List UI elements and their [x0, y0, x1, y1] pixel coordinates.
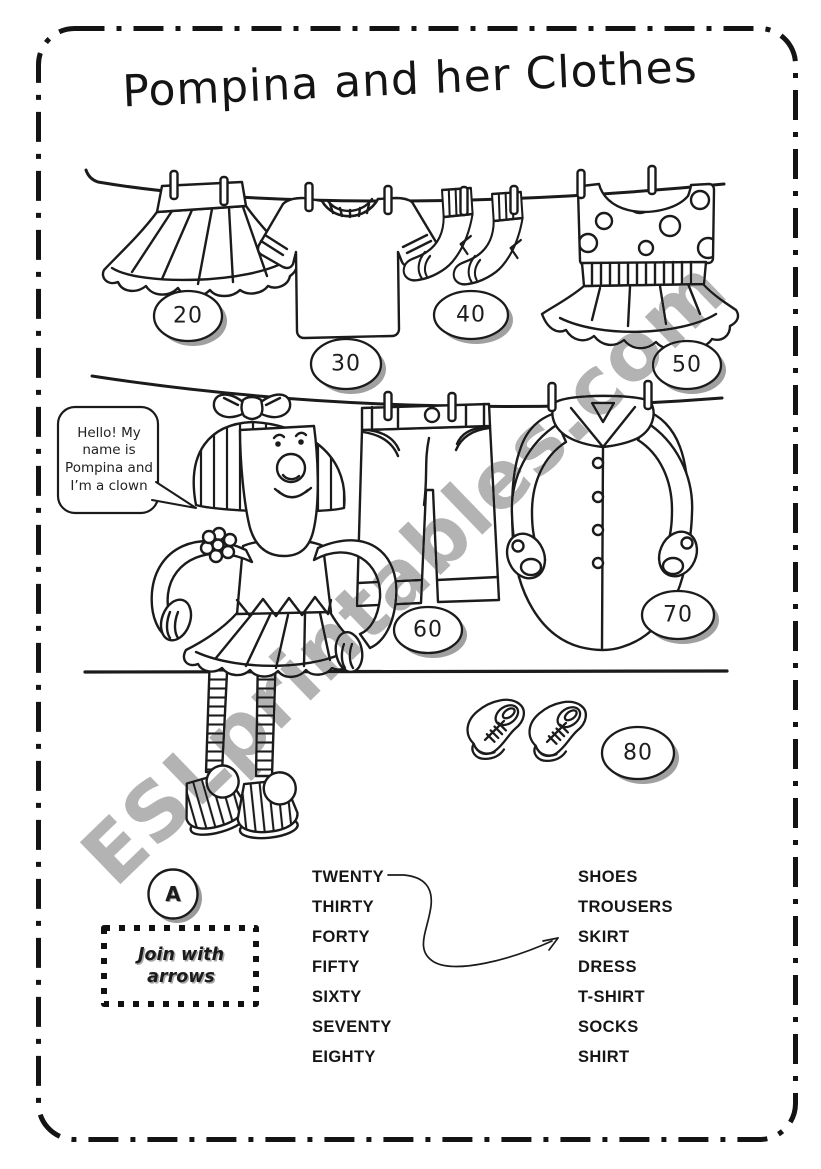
number-word: SIXTY: [312, 988, 362, 1006]
number-word: FORTY: [312, 928, 370, 946]
clothes-word: SOCKS: [578, 1018, 639, 1036]
join-box-border: [101, 925, 259, 1007]
number-word: FIFTY: [312, 958, 360, 976]
number-word: TWENTY: [312, 868, 385, 886]
pompina-clown-drawing: [150, 393, 398, 840]
number-tag-shoes: 80: [623, 740, 653, 766]
dress-drawing: [540, 182, 740, 350]
ground-line: [83, 669, 729, 674]
clothes-word: TROUSERS: [578, 898, 673, 916]
exercise-badge: A: [165, 882, 181, 906]
badge-circle: [147, 868, 202, 923]
example-arrow: [387, 874, 559, 968]
number-words-column: TWENTY THIRTY FORTY FIFTY SIXTY SEVENTY …: [312, 862, 482, 1072]
number-word: THIRTY: [312, 898, 374, 916]
shirt-drawing: [505, 394, 699, 652]
number-tag-dress: 50: [672, 352, 702, 378]
dashed-page-border: [36, 26, 798, 1142]
clothespins-middle: [383, 379, 653, 423]
speech-bubble-text: Hello! My name is Pompina and I’m a clow…: [65, 424, 153, 494]
number-tag-shirt: 70: [663, 602, 693, 628]
shoes-drawing: [466, 698, 587, 763]
trousers-drawing: [355, 402, 501, 608]
number-tag-socks: 40: [456, 302, 486, 328]
clothespins-top: [169, 164, 657, 217]
clothes-word: SHOES: [578, 868, 638, 886]
clothes-word: SKIRT: [578, 928, 630, 946]
clothesline-top: [84, 168, 726, 203]
number-word: SEVENTY: [312, 1018, 392, 1036]
number-tag-trousers: 60: [413, 617, 443, 643]
tshirt-drawing: [256, 196, 439, 340]
clothes-word: DRESS: [578, 958, 637, 976]
clothes-word: T-SHIRT: [578, 988, 645, 1006]
number-tag-skirt: 20: [173, 303, 203, 329]
exercise-instruction: Join with arrows: [137, 945, 225, 987]
number-tag-tshirt: 30: [331, 351, 361, 377]
number-ovals: [152, 289, 726, 784]
flower-brooch: [199, 526, 238, 564]
clothes-words-column: SHOES TROUSERS SKIRT DRESS T-SHIRT SOCKS…: [578, 862, 748, 1072]
speech-bubble: [56, 405, 197, 515]
clothes-word: SHIRT: [578, 1048, 630, 1066]
number-word: EIGHTY: [312, 1048, 376, 1066]
